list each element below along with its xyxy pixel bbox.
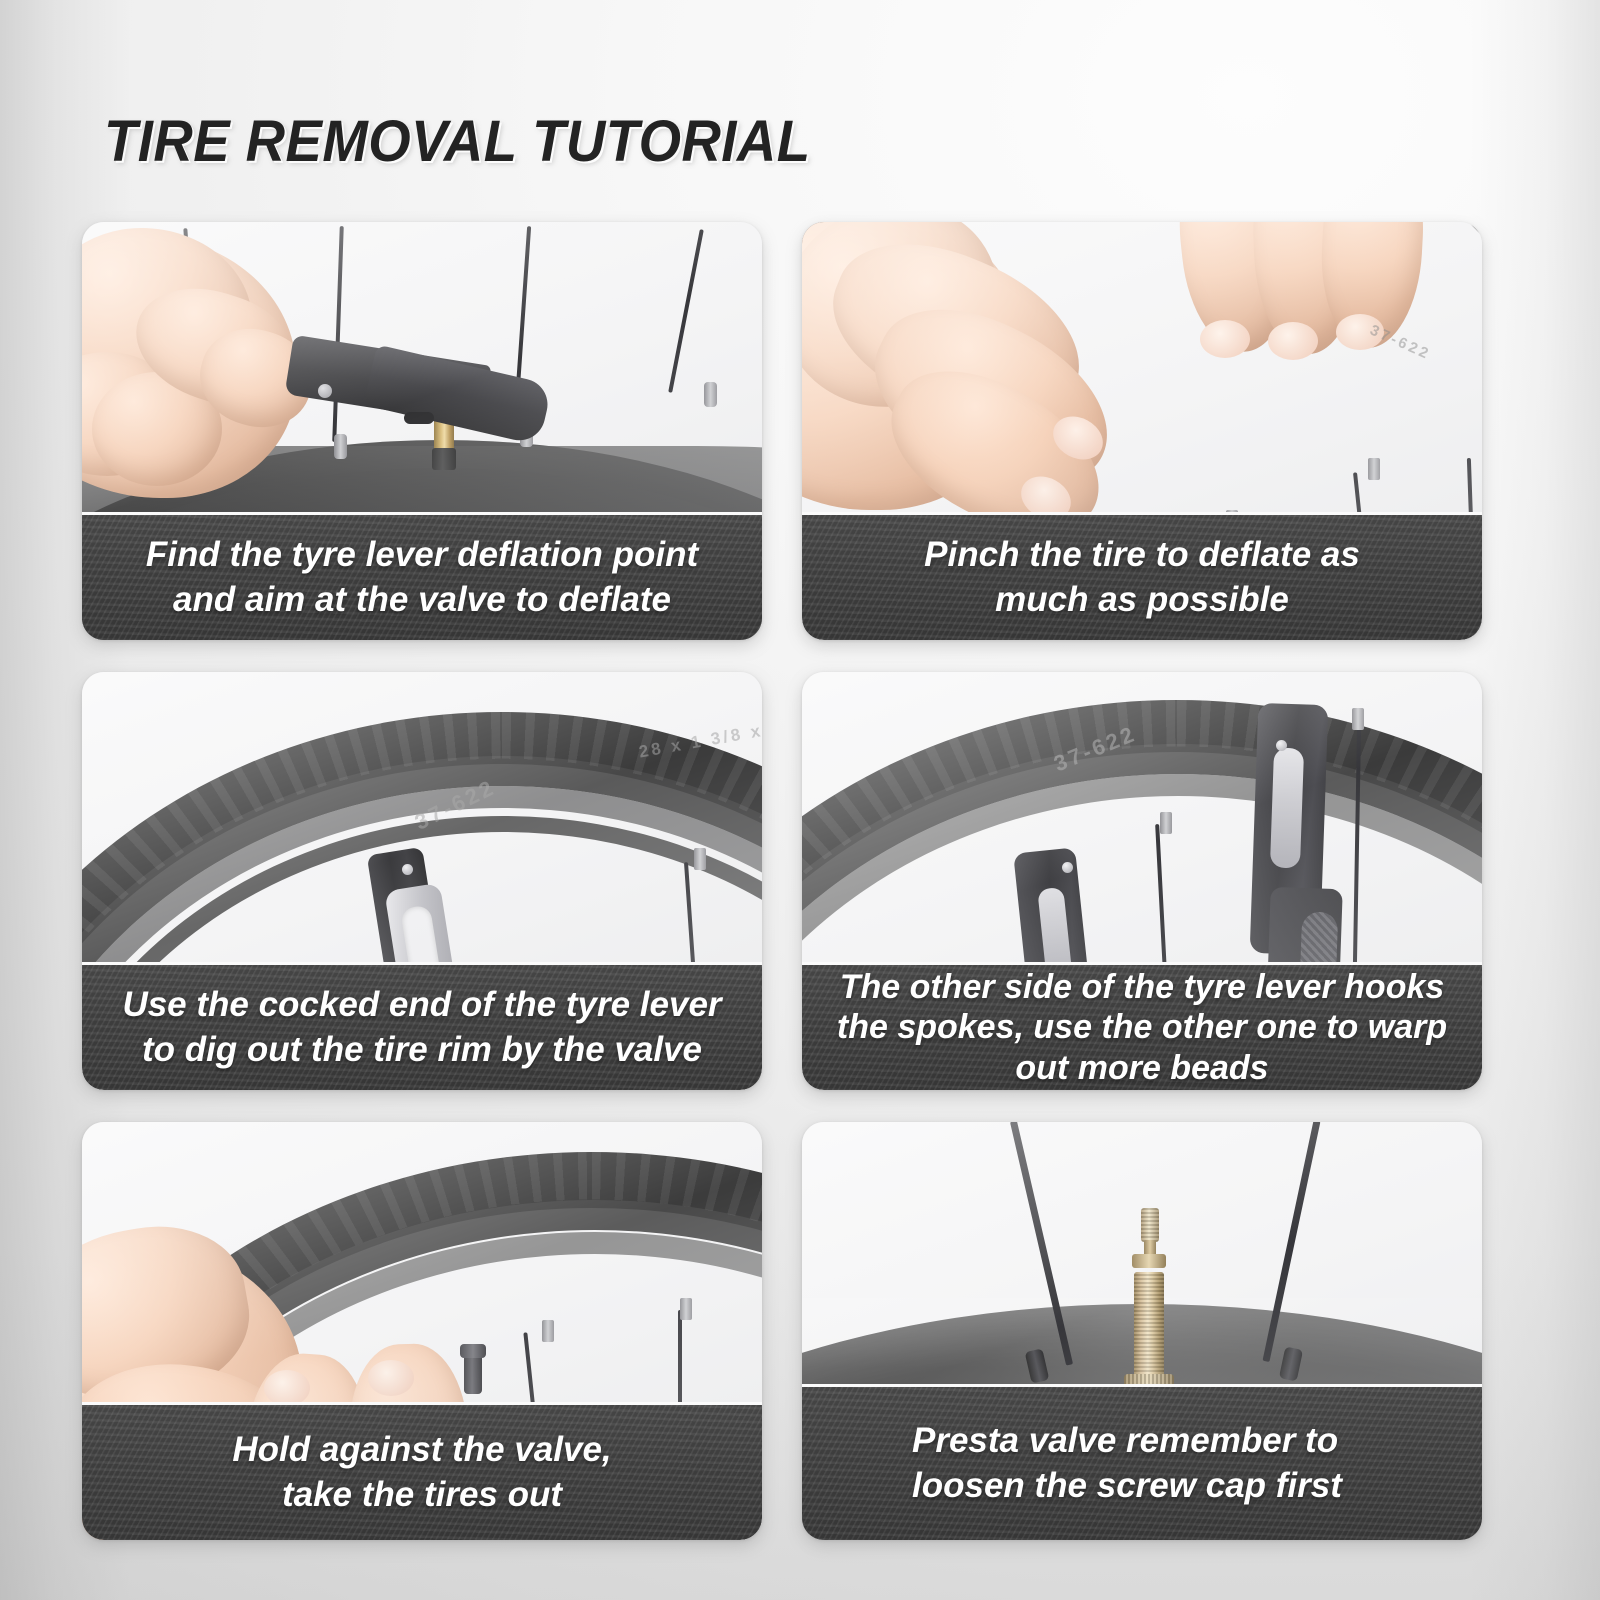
caption-line: Use the cocked end of the tyre lever — [122, 984, 722, 1024]
step-caption-3: Use the cocked end of the tyre lever to … — [82, 962, 762, 1090]
caption-line: Find the tyre lever deflation point — [145, 534, 699, 574]
caption-line: the spokes, use the other one to warp — [836, 1008, 1448, 1047]
step-caption-5: Hold against the valve, take the tires o… — [82, 1402, 762, 1540]
step-card-4: 37-622 — [802, 672, 1482, 1090]
caption-line: Hold against the valve, — [232, 1429, 612, 1469]
caption-line: The other side of the tyre lever hooks — [839, 968, 1445, 1007]
caption-line: and aim at the valve to deflate — [173, 579, 671, 619]
step-card-6: Presta valve remember to loosen the scre… — [802, 1122, 1482, 1540]
step-card-3: 37-622 28 x 1 3/8 x 1 Use the cocked end — [82, 672, 762, 1090]
presta-valve-screw-cap — [1141, 1208, 1159, 1242]
caption-line: take the tires out — [281, 1474, 563, 1514]
step-caption-1: Find the tyre lever deflation point and … — [82, 512, 762, 640]
step-card-1: Find the tyre lever deflation point and … — [82, 222, 762, 640]
step-caption-6: Presta valve remember to loosen the scre… — [802, 1384, 1482, 1540]
caption-line: Pinch the tire to deflate as — [924, 534, 1360, 574]
caption-line: loosen the screw cap first — [912, 1465, 1342, 1505]
step-card-2: 37-622 Pinch the tire to deflate as much… — [802, 222, 1482, 640]
caption-line: much as possible — [995, 579, 1289, 619]
caption-line: out more beads — [1015, 1048, 1269, 1087]
caption-line: Presta valve remember to — [912, 1420, 1339, 1460]
step-caption-4: The other side of the tyre lever hooks t… — [802, 962, 1482, 1090]
valve-stem — [464, 1350, 482, 1394]
step-card-5: Hold against the valve, take the tires o… — [82, 1122, 762, 1540]
step-photo-5 — [82, 1122, 762, 1540]
page-title: TIRE REMOVAL TUTORIAL — [104, 109, 811, 174]
presta-valve — [1134, 1272, 1164, 1388]
step-caption-2: Pinch the tire to deflate as much as pos… — [802, 512, 1482, 640]
caption-line: to dig out the tire rim by the valve — [141, 1029, 703, 1069]
